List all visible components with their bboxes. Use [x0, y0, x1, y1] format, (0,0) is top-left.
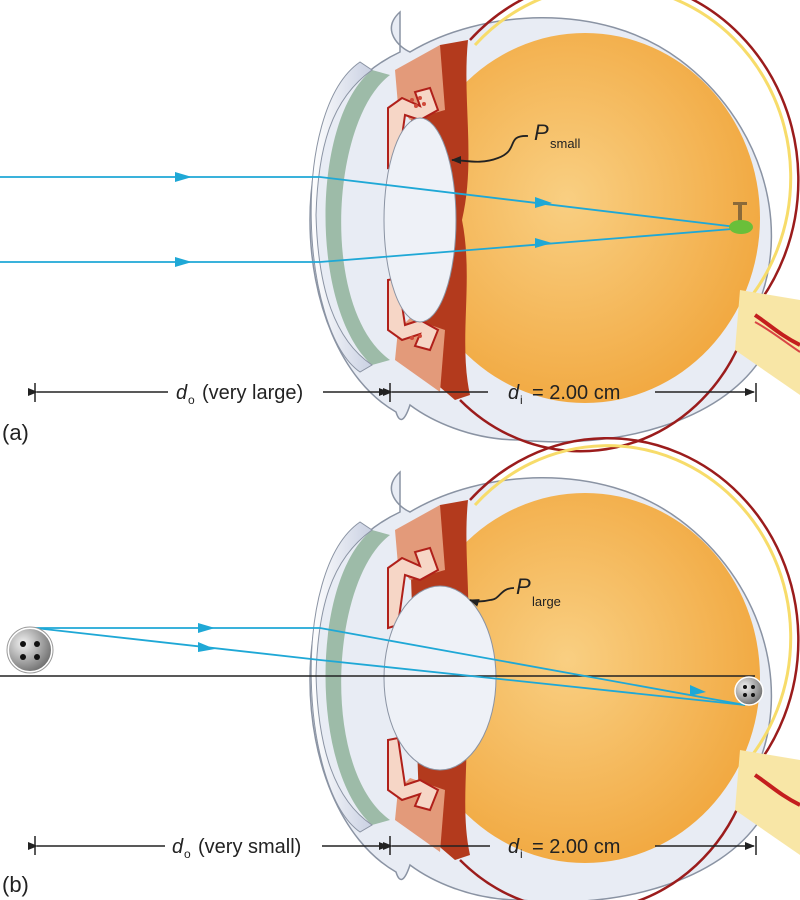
- panel-label-b: (b): [2, 872, 29, 897]
- lens-thin: [383, 117, 457, 323]
- object-distance-label: d o (very large): [176, 382, 303, 407]
- retina-line: [469, 436, 800, 781]
- choroid-layer: [473, 444, 793, 772]
- svg-text:d: d: [508, 382, 520, 404]
- button-image: [734, 676, 764, 706]
- lens-thick: [383, 585, 497, 771]
- power-subscript: small: [550, 136, 580, 151]
- svg-text:d: d: [176, 382, 188, 404]
- optic-nerve: [735, 750, 800, 855]
- ray-arrows: [198, 623, 706, 696]
- ciliary-body-bottom: [387, 736, 445, 852]
- panel-label-a: (a): [2, 420, 29, 445]
- power-label-small: P small: [451, 120, 580, 165]
- svg-text:i: i: [520, 393, 523, 407]
- tree-image: [729, 202, 753, 234]
- vitreous-body: [410, 33, 760, 403]
- retina-line-lower: [459, 797, 744, 900]
- svg-text:(very small): (very small): [198, 836, 301, 858]
- cornea: [310, 61, 390, 373]
- panel-b: P large d o (very small) d i = 2.00 cm: [0, 436, 800, 900]
- svg-text:d: d: [508, 836, 520, 858]
- svg-text:(very large): (very large): [202, 382, 303, 404]
- object-distance-label: d o (very small): [172, 836, 301, 861]
- svg-text:P: P: [516, 574, 531, 599]
- svg-text:= 2.00 cm: = 2.00 cm: [532, 836, 620, 858]
- cornea: [310, 521, 390, 833]
- button-object: [6, 626, 54, 674]
- vitreous-body: [410, 493, 760, 863]
- choroid-layer: [473, 0, 793, 312]
- svg-text:d: d: [172, 836, 184, 858]
- power-label-large: P large: [469, 574, 561, 609]
- light-rays: [0, 176, 746, 263]
- ray-arrows: [175, 172, 552, 267]
- image-distance-label: d i = 2.00 cm: [508, 382, 620, 407]
- svg-text:= 2.00 cm: = 2.00 cm: [532, 382, 620, 404]
- svg-text:i: i: [520, 847, 523, 861]
- panel-a: P small d o (very large) d i = 2.00 cm: [0, 0, 800, 453]
- svg-text:o: o: [188, 393, 195, 407]
- light-rays: [34, 627, 746, 706]
- optic-nerve: [735, 290, 800, 395]
- image-distance-label: d i = 2.00 cm: [508, 836, 620, 861]
- svg-text:o: o: [184, 847, 191, 861]
- ciliary-body-top: [387, 505, 445, 630]
- distance-markers: [28, 383, 757, 402]
- svg-text:large: large: [532, 594, 561, 609]
- power-symbol: P: [534, 120, 549, 145]
- retina-line: [469, 0, 800, 321]
- distance-markers: [28, 836, 757, 855]
